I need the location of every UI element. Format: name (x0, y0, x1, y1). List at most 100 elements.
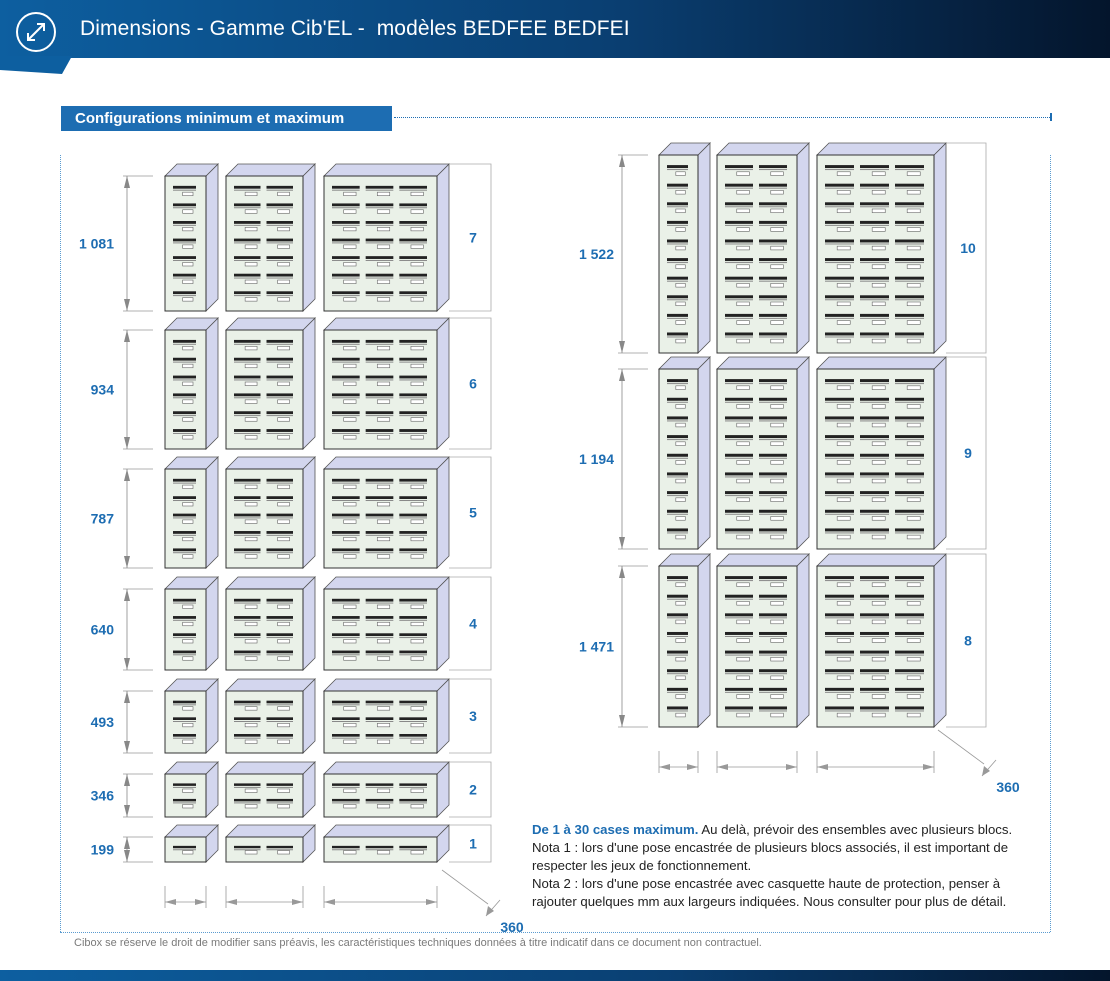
name-plate (871, 227, 886, 232)
mail-slot (725, 183, 753, 187)
name-plate (736, 245, 750, 251)
mail-slot (332, 598, 360, 602)
slot-lip (725, 224, 753, 226)
name-plate (871, 638, 886, 643)
mail-slot (332, 238, 360, 242)
name-plate (770, 190, 784, 195)
box-front (225, 468, 304, 569)
name-plate (244, 656, 258, 661)
mail-slot (332, 616, 360, 619)
name-plate (376, 536, 391, 542)
mail-slot (266, 357, 293, 361)
mail-slot (895, 332, 924, 336)
slot-lip (825, 187, 854, 189)
nota-1: Nota 1 : lors d'une pose encastrée de pl… (532, 840, 1009, 873)
dimension-arrow (124, 837, 130, 849)
name-plate (675, 385, 686, 390)
mail-slot (895, 276, 924, 280)
mail-slot (173, 411, 196, 415)
name-plate (871, 657, 886, 662)
name-plate (410, 297, 424, 302)
name-plate (675, 516, 686, 521)
mail-slot (173, 783, 196, 786)
slot-lip (332, 552, 360, 554)
mail-slot (173, 291, 196, 295)
slot-lip (895, 673, 924, 675)
name-plate (836, 478, 851, 484)
slot-lip (399, 786, 427, 788)
mail-slot (399, 717, 427, 720)
slot-lip (895, 476, 924, 478)
mail-slot (332, 513, 360, 517)
mail-slot (266, 203, 293, 207)
slot-lip (895, 383, 924, 385)
mail-slot (266, 845, 293, 849)
name-plate (871, 404, 886, 409)
slot-lip (332, 379, 360, 381)
slot-lip (759, 476, 787, 478)
slot-lip (365, 654, 394, 656)
mail-slot (234, 496, 261, 500)
box-side (697, 356, 711, 550)
name-plate (871, 497, 886, 502)
slot-lip (725, 317, 753, 319)
name-plate (770, 712, 784, 718)
box-top (323, 678, 450, 692)
mail-slot (725, 687, 753, 691)
slot-lip (266, 619, 293, 621)
mail-slot (667, 472, 688, 476)
slot-lip (234, 602, 261, 604)
name-plate (343, 435, 357, 440)
name-plate (410, 417, 424, 422)
mail-slot (173, 598, 196, 602)
slot-lip (825, 635, 854, 637)
mail-slot (725, 258, 753, 262)
mail-slot (725, 509, 753, 513)
name-plate (182, 435, 194, 440)
name-plate (244, 399, 258, 404)
mail-slot (825, 509, 854, 513)
section-divider (394, 117, 1050, 118)
slot-lip (860, 673, 889, 675)
name-plate (736, 638, 750, 643)
mail-slot (266, 717, 293, 720)
name-plate (871, 601, 886, 606)
slot-lip (173, 552, 196, 554)
name-plate (182, 536, 194, 542)
name-plate (182, 484, 194, 489)
name-plate (182, 381, 194, 386)
name-plate (736, 601, 750, 606)
name-plate (410, 435, 424, 440)
mail-slot (667, 706, 688, 710)
slot-lip (725, 401, 753, 403)
mail-slot (234, 411, 261, 415)
slot-lip (860, 187, 889, 189)
name-plate (410, 739, 424, 744)
slot-lip (266, 737, 293, 739)
slot-lip (365, 786, 394, 788)
box-top (716, 356, 810, 370)
mail-slot (266, 478, 293, 482)
name-plate (871, 478, 886, 484)
config-bracket (946, 356, 987, 550)
mail-slot (332, 783, 360, 786)
box-top (225, 163, 316, 177)
mail-slot (725, 613, 753, 617)
slot-lip (399, 552, 427, 554)
mail-slot (860, 397, 889, 401)
name-plate (343, 417, 357, 422)
slot-lip (759, 383, 787, 385)
mail-slot (173, 357, 196, 361)
slot-lip (266, 802, 293, 804)
slot-lip (399, 415, 427, 417)
mail-slot (825, 650, 854, 654)
mail-slot (759, 416, 787, 420)
mail-slot (173, 700, 196, 704)
name-plate (343, 621, 357, 627)
name-plate (182, 639, 194, 644)
name-plate (277, 639, 290, 644)
slot-lip (365, 704, 394, 706)
name-plate (410, 706, 424, 711)
name-plate (736, 338, 750, 344)
name-plate (675, 404, 686, 409)
